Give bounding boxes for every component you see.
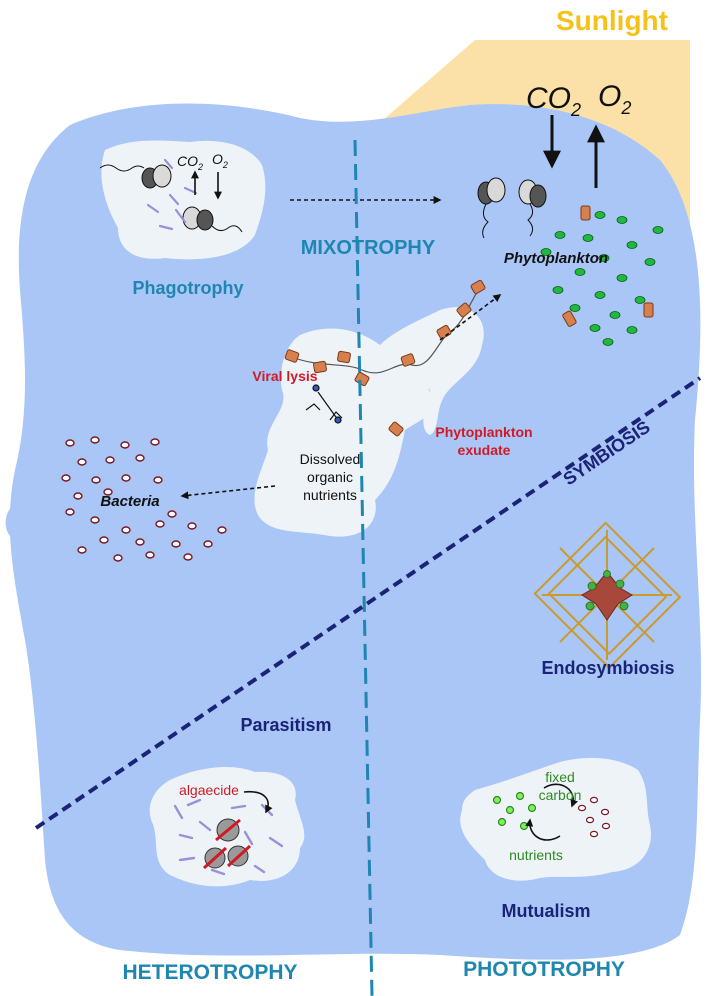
svg-text:CO2: CO2 <box>177 153 203 172</box>
phytoplankton-flagellates <box>477 177 547 239</box>
dom-label-line2: organic <box>307 469 353 485</box>
exudate-blob <box>380 307 484 435</box>
phytoplankton-cells <box>540 211 664 346</box>
svg-text:O2: O2 <box>598 80 631 118</box>
heterotrophy-label: HETEROTROPHY <box>122 961 297 984</box>
phago-o2-subscript: 2 <box>222 160 228 170</box>
mutualism-bacteria <box>577 796 611 838</box>
phagotrophy-bacteria <box>146 158 198 231</box>
phago-o2-base: O <box>212 151 223 167</box>
endosymbiosis-label: Endosymbiosis <box>541 658 674 678</box>
svg-text:CO2: CO2 <box>526 82 581 120</box>
phototrophy-label: PHOTOTROPHY <box>463 958 625 981</box>
virus-icon <box>305 384 343 424</box>
phago-co2-label: CO2 <box>177 153 203 172</box>
phagotrophy-gas-arrows <box>191 170 222 200</box>
phago-o2-label: O2 <box>212 151 228 170</box>
dom-blob <box>254 328 435 537</box>
mutualism-label: Mutualism <box>501 901 590 921</box>
nutrients-label: nutrients <box>509 847 563 863</box>
svg-text:O2: O2 <box>212 151 228 170</box>
co2-base: CO <box>526 82 571 115</box>
ocean-shore-bulge <box>5 500 26 545</box>
algaecide-label: algaecide <box>179 782 239 798</box>
o2-base: O <box>598 80 621 113</box>
phytoplankton-diatoms <box>562 205 654 327</box>
parasitism-label: Parasitism <box>240 715 331 735</box>
parasitism-diatoms <box>202 818 252 870</box>
dom-label-line3: nutrients <box>303 487 357 503</box>
flow-arrows <box>180 196 502 500</box>
phagotrophy-label: Phagotrophy <box>133 278 244 298</box>
radiolarian-icon <box>533 521 682 670</box>
fixed-carbon-line1: fixed <box>545 769 575 785</box>
gas-exchange-arrows <box>543 115 605 188</box>
phagotrophy-flagellates <box>99 164 243 233</box>
o2-label: O2 <box>598 80 631 118</box>
co2-label: CO2 <box>526 82 581 120</box>
sunlight-label: Sunlight <box>556 5 668 36</box>
parasitism-bacteria <box>173 798 284 876</box>
fixed-carbon-line2: carbon <box>539 787 582 803</box>
viral-lysis-label: Viral lysis <box>252 368 317 384</box>
exudate-label-line2: exudate <box>458 442 511 458</box>
mixotrophy-label: MIXOTROPHY <box>301 237 436 259</box>
phago-co2-base: CO <box>177 153 198 169</box>
phytoplankton-label: Phytoplankton <box>504 250 608 267</box>
dom-label-line1: Dissolved <box>300 451 361 467</box>
mutualism-algae <box>492 791 537 831</box>
symbiosis-divider <box>34 376 702 830</box>
o2-subscript: 2 <box>620 98 631 118</box>
bacteria-cloud <box>61 436 227 562</box>
phago-co2-subscript: 2 <box>197 162 203 172</box>
algaecide-arrow <box>243 790 273 814</box>
bacteria-label: Bacteria <box>100 493 159 510</box>
co2-subscript: 2 <box>570 100 581 120</box>
mutualism-exchange-arrows <box>525 783 578 841</box>
exudate-label-line1: Phytoplankton <box>435 424 532 440</box>
mutualism-blob <box>460 757 651 881</box>
